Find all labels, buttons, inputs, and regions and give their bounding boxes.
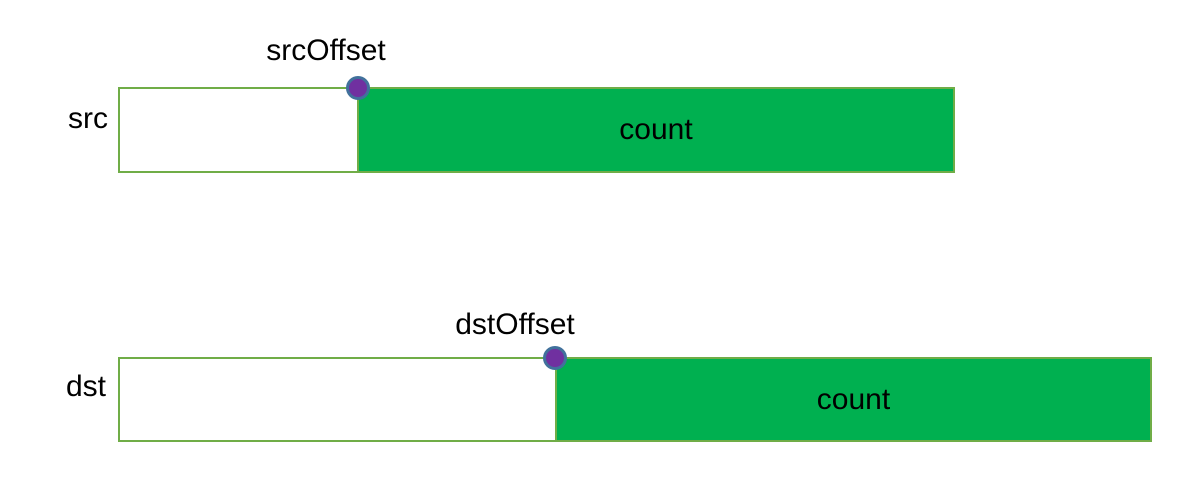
src-offset-label: srcOffset bbox=[266, 34, 386, 67]
dst-offset-marker-dot bbox=[543, 346, 567, 370]
dst-count-label: count bbox=[816, 382, 891, 416]
src-offset-marker-dot bbox=[346, 76, 370, 100]
src-count-label: count bbox=[619, 113, 693, 146]
dst-offset-label: dstOffset bbox=[455, 308, 575, 341]
dst-count-segment: count bbox=[555, 357, 1152, 442]
src-row-label: src bbox=[68, 102, 108, 135]
dst-row-label: dst bbox=[65, 370, 106, 403]
src-count-segment: count bbox=[357, 87, 955, 173]
